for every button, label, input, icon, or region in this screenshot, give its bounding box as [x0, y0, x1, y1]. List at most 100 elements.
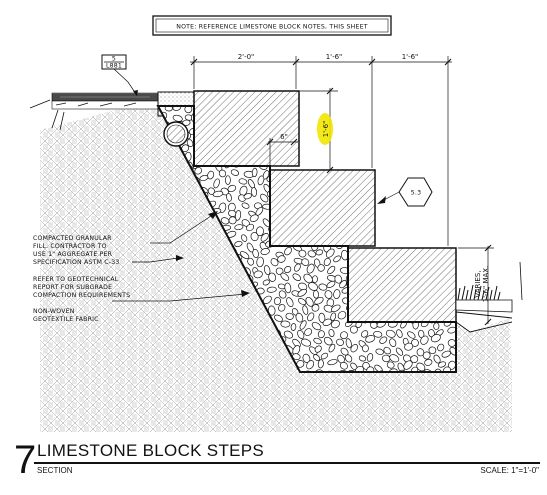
dim-width-2: 1'-6" [326, 53, 343, 61]
callout-granular-line: COMPACTED GRANULAR [33, 235, 112, 242]
aggregate-stone [452, 172, 456, 179]
aggregate-stone [274, 314, 283, 322]
aggregate-stone [445, 115, 454, 126]
aggregate-stone [277, 255, 286, 263]
aggregate-stone [311, 275, 318, 284]
aggregate-stone [456, 208, 463, 219]
aggregate-stone [401, 112, 408, 122]
aggregate-stone [256, 256, 264, 268]
aggregate-stone [314, 161, 321, 170]
aggregate-stone [283, 330, 294, 339]
aggregate-stone [423, 225, 431, 236]
aggregate-stone [247, 257, 254, 266]
callout-granular: COMPACTED GRANULAR FILL. CONTRACTOR TO U… [33, 235, 119, 266]
aggregate-stone [246, 223, 255, 232]
aggregate-stone [225, 175, 231, 185]
aggregate-stone [399, 128, 407, 137]
aggregate-stone [439, 231, 447, 242]
aggregate-stone [446, 198, 456, 208]
aggregate-stone [416, 348, 425, 357]
aggregate-stone [286, 297, 294, 308]
callout-leaders [112, 213, 247, 302]
upper-paving [29, 92, 159, 131]
aggregate-stone [194, 167, 203, 175]
dim-setback: 6" [280, 133, 288, 141]
aggregate-stone [435, 179, 443, 189]
dim-varies-line2: 1'-6" MAX. [482, 266, 490, 303]
aggregate-stone [333, 289, 341, 300]
aggregate-stone [393, 165, 402, 174]
aggregate-stone [328, 329, 335, 338]
aggregate-stone [345, 97, 355, 105]
aggregate-stone [388, 368, 398, 372]
aggregate-stone [446, 163, 454, 171]
aggregate-stone [212, 190, 224, 198]
aggregate-stone [424, 130, 432, 139]
aggregate-stone [436, 114, 446, 122]
subgrade-earth [40, 100, 512, 432]
aggregate-stone [297, 298, 307, 306]
aggregate-stone [186, 139, 194, 148]
aggregate-stone [317, 359, 324, 369]
aggregate-stone [300, 144, 310, 154]
aggregate-stone [172, 114, 183, 122]
aggregate-stone [405, 168, 413, 177]
detail-tag-sheet: L881 [106, 63, 122, 70]
callout-fabric-line: GEOTEXTILE FABRIC [33, 316, 99, 323]
aggregate-stone [243, 193, 252, 200]
aggregate-stone [260, 248, 270, 255]
aggregate-stone [424, 358, 433, 366]
aggregate-stone [396, 121, 406, 128]
aggregate-stone [307, 250, 316, 258]
aggregate-stone [280, 272, 290, 281]
section-tag-text: 5.3 [411, 190, 421, 197]
aggregate-stone [298, 282, 308, 291]
note-box: NOTE: REFERENCE LIMESTONE BLOCK NOTES, T… [152, 15, 392, 36]
aggregate-stone [416, 216, 425, 226]
aggregate-stone [329, 106, 339, 113]
aggregate-stone [301, 258, 310, 266]
detail-subtitle: SECTION [37, 466, 73, 475]
aggregate-stone [317, 330, 325, 339]
aggregate-stone [314, 150, 326, 159]
lower-grade [455, 261, 523, 333]
aggregate-stone [323, 336, 333, 346]
aggregate-stone [240, 234, 248, 242]
callout-geotech-line: REFER TO GEOTECHNICAL [33, 276, 119, 283]
aggregate-stone [213, 178, 220, 189]
aggregate-stone [379, 217, 390, 224]
aggregate-stone [303, 370, 313, 372]
section-tag: 5.3 [377, 177, 433, 207]
aggregate-stone [352, 155, 361, 164]
aggregate-stone [399, 96, 410, 106]
aggregate-stone [336, 121, 345, 130]
aggregate-stone [380, 167, 390, 175]
aggregate-stone [435, 162, 443, 171]
aggregate-stone [447, 106, 456, 112]
aggregate-stone [337, 311, 347, 320]
aggregate-stone [323, 257, 331, 266]
aggregate-stone [260, 193, 269, 203]
aggregate-stone [255, 226, 264, 237]
aggregate-stone [240, 251, 250, 259]
aggregate-stone [378, 225, 385, 236]
aggregate-stone [253, 270, 263, 279]
aggregate-stone [328, 151, 335, 160]
aggregate-stone [362, 344, 369, 353]
aggregate-stone [355, 128, 364, 138]
callout-granular-line: USE 1" AGGREGATE PER [33, 251, 113, 258]
aggregate-stone [410, 355, 419, 363]
aggregate-stone [420, 161, 429, 170]
detail-reference-tag: 5 L881 [101, 54, 138, 96]
aggregate-stone [407, 331, 416, 339]
aggregate-stone [428, 346, 437, 355]
aggregate-stone [351, 106, 360, 113]
aggregate-stone [430, 144, 440, 151]
aggregate-stone [303, 150, 314, 158]
aggregate-stone [436, 185, 445, 194]
aggregate-stone [339, 280, 347, 289]
aggregate-stone [238, 178, 248, 185]
aggregate-stone [366, 113, 374, 122]
aggregate-stone [220, 217, 230, 225]
aggregate-stone [386, 361, 395, 369]
